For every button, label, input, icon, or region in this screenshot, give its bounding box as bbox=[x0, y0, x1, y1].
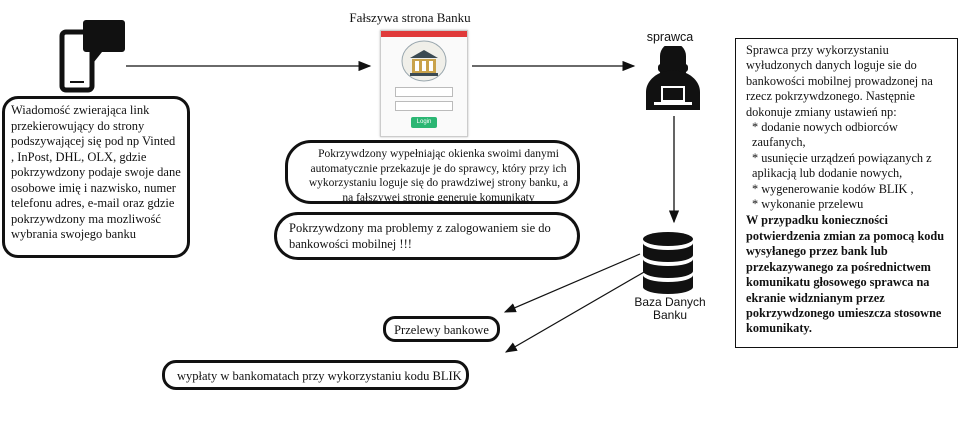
fraudster-actions-intro: Sprawca przy wykorzystaniu wyłudzonych d… bbox=[746, 43, 933, 119]
password-field[interactable] bbox=[395, 101, 453, 111]
sms-message-box: Wiadomość zwierająca link przekierowując… bbox=[2, 96, 190, 258]
hacker-icon bbox=[646, 46, 700, 110]
bank-page-header bbox=[381, 31, 467, 37]
atm-withdrawals-box: wypłaty w bankomatach przy wykorzystaniu… bbox=[162, 360, 469, 390]
phone-message-icon bbox=[59, 20, 125, 93]
bank-transfers-box: Przelewy bankowe bbox=[383, 316, 500, 342]
database-icon bbox=[643, 232, 693, 294]
username-field[interactable] bbox=[395, 87, 453, 97]
list-item: * wygenerowanie kodów BLIK , bbox=[752, 181, 914, 196]
fake-bank-page: Login bbox=[380, 30, 468, 137]
arrow-db-to-wyplaty bbox=[504, 267, 652, 353]
bank-building-icon bbox=[401, 40, 447, 82]
list-item: * wykonanie przelewu bbox=[752, 197, 864, 212]
bank-database-label: Baza Danych Banku bbox=[634, 295, 706, 322]
victim-action-box: Pokrzywdzony wypełniając okienka swoimi … bbox=[285, 140, 580, 204]
list-item: * dodanie nowych odbiorców zaufanych, bbox=[752, 120, 898, 150]
login-button[interactable]: Login bbox=[411, 117, 437, 128]
fraudster-actions-list: * dodanie nowych odbiorców zaufanych, * … bbox=[746, 120, 949, 212]
fraudster-actions-note: W przypadku konieczności potwierdzenia z… bbox=[746, 213, 945, 336]
arrow-db-to-przelewy bbox=[503, 253, 641, 313]
login-problem-box: Pokrzywdzony ma problemy z zalogowaniem … bbox=[274, 212, 580, 260]
fake-bank-label: Fałszywa strona Banku bbox=[349, 10, 471, 25]
fraudster-actions-box: Sprawca przy wykorzystaniu wyłudzonych d… bbox=[735, 38, 958, 348]
list-item: * usunięcie urządzeń powiązanych z aplik… bbox=[752, 150, 932, 181]
fraudster-label: sprawca bbox=[646, 30, 694, 44]
